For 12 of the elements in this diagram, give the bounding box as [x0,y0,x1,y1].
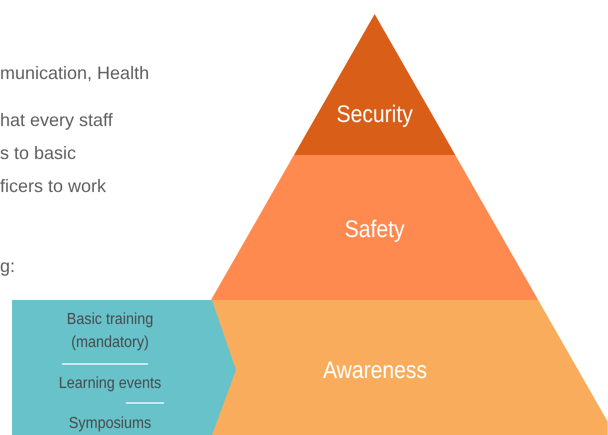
tier-label: Awareness [322,357,428,385]
pyramid-tier [211,300,608,435]
paragraph-text: munication, Health [0,62,150,85]
chevron-panel [12,300,236,435]
pyramid-tier [211,155,539,300]
tier-label: Security [336,101,414,129]
list-item: Basic training (mandatory) [66,310,154,353]
tier-label: Safety [344,216,406,244]
list-item: Symposiums [68,414,152,434]
list-item: Learning events [58,374,162,394]
paragraph-text: hat every staff s to basic ficers to work [0,109,114,198]
paragraph-text: g: [0,255,16,278]
